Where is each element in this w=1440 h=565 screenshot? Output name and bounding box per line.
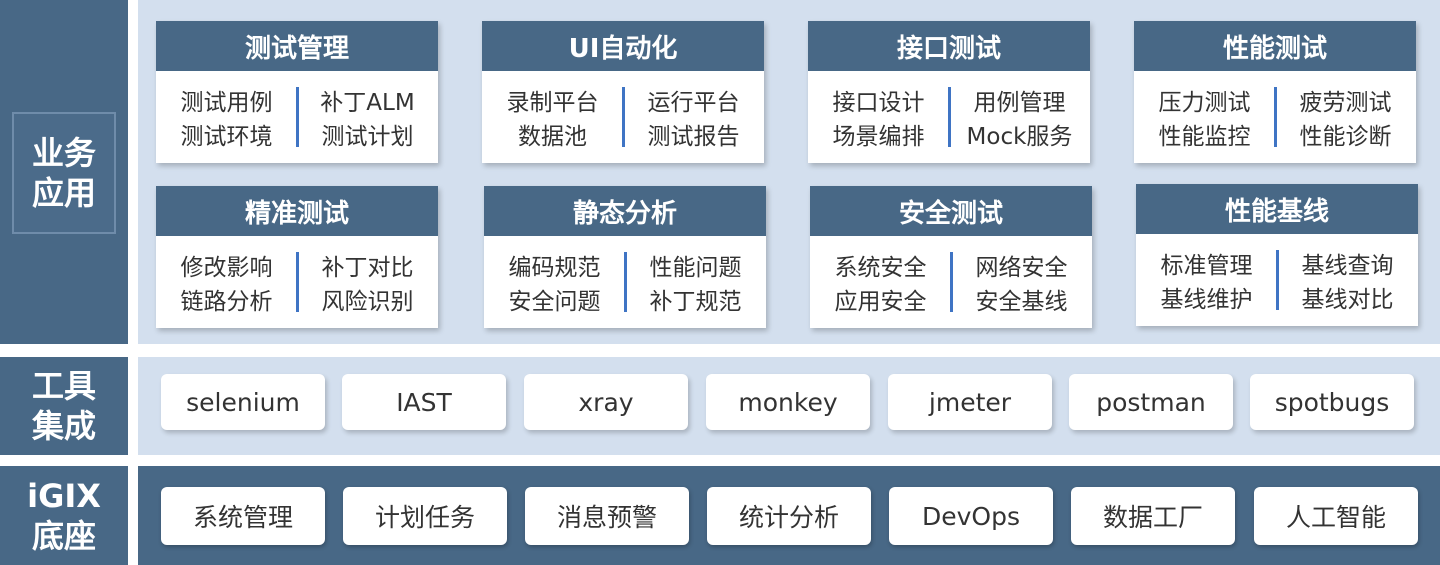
- module-item: 性能诊断: [1299, 124, 1392, 150]
- module-title: 静态分析: [484, 186, 766, 236]
- business-layer-label: 业务 应用: [12, 112, 116, 234]
- tool-spotbugs: spotbugs: [1250, 374, 1414, 430]
- module-title: 性能基线: [1136, 184, 1418, 234]
- module-card-api-testing: 接口测试 接口设计 用例管理 场景编排 Mock服务: [808, 21, 1090, 163]
- tool-postman: postman: [1069, 374, 1233, 430]
- module-items: 编码规范 性能问题 安全问题 补丁规范: [484, 236, 766, 328]
- module-title: 接口测试: [808, 21, 1090, 71]
- module-item: 场景编排: [832, 124, 925, 150]
- module-card-precision-testing: 精准测试 修改影响 补丁对比 链路分析 风险识别: [156, 186, 438, 328]
- base-data-factory: 数据工厂: [1071, 487, 1235, 545]
- base-layer-column: [0, 466, 128, 565]
- module-items: 修改影响 补丁对比 链路分析 风险识别: [156, 236, 438, 328]
- module-item: 性能问题: [649, 255, 742, 281]
- base-scheduled-tasks: 计划任务: [343, 487, 507, 545]
- module-item: 安全基线: [975, 289, 1068, 315]
- module-item: 基线查询: [1301, 253, 1394, 279]
- tool-selenium: selenium: [161, 374, 325, 430]
- module-item: 测试报告: [647, 124, 740, 150]
- module-item: 系统安全: [834, 255, 927, 281]
- module-title: UI自动化: [482, 21, 764, 71]
- base-message-alerts: 消息预警: [525, 487, 689, 545]
- module-title: 性能测试: [1134, 21, 1416, 71]
- module-item: 数据池: [518, 124, 587, 150]
- module-item: 性能监控: [1158, 124, 1251, 150]
- module-item: 疲劳测试: [1299, 90, 1392, 116]
- module-item: 修改影响: [180, 255, 273, 281]
- module-item: 压力测试: [1158, 90, 1251, 116]
- module-items: 接口设计 用例管理 场景编排 Mock服务: [808, 71, 1090, 163]
- tool-monkey: monkey: [706, 374, 870, 430]
- module-item: 接口设计: [832, 90, 925, 116]
- module-item: 应用安全: [834, 289, 927, 315]
- module-card-security-testing: 安全测试 系统安全 网络安全 应用安全 安全基线: [810, 186, 1092, 328]
- base-statistics: 统计分析: [707, 487, 871, 545]
- module-item: 链路分析: [180, 289, 273, 315]
- module-item: 测试环境: [180, 124, 273, 150]
- module-title: 精准测试: [156, 186, 438, 236]
- module-item: 基线维护: [1160, 287, 1253, 313]
- base-layer-label: iGIX 底座: [27, 477, 101, 555]
- base-devops: DevOps: [889, 487, 1053, 545]
- module-items: 测试用例 补丁ALM 测试环境 测试计划: [156, 71, 438, 163]
- module-item: 运行平台: [647, 90, 740, 116]
- module-items: 系统安全 网络安全 应用安全 安全基线: [810, 236, 1092, 328]
- module-title: 测试管理: [156, 21, 438, 71]
- module-item: 补丁ALM: [320, 90, 415, 116]
- module-title: 安全测试: [810, 186, 1092, 236]
- module-item: 用例管理: [973, 90, 1066, 116]
- module-card-static-analysis: 静态分析 编码规范 性能问题 安全问题 补丁规范: [484, 186, 766, 328]
- tools-layer-label: 工具 集成: [31, 367, 96, 445]
- module-item: 安全问题: [508, 289, 601, 315]
- module-item: 风险识别: [321, 289, 414, 315]
- module-items: 录制平台 运行平台 数据池 测试报告: [482, 71, 764, 163]
- tool-xray: xray: [524, 374, 688, 430]
- module-items: 压力测试 疲劳测试 性能监控 性能诊断: [1134, 71, 1416, 163]
- base-ai: 人工智能: [1254, 487, 1418, 545]
- module-item: 测试计划: [321, 124, 414, 150]
- module-card-performance-baseline: 性能基线 标准管理 基线查询 基线维护 基线对比: [1136, 184, 1418, 326]
- module-item: 测试用例: [180, 90, 273, 116]
- tools-layer-column: [0, 357, 128, 455]
- module-item: 补丁规范: [649, 289, 742, 315]
- module-item: 编码规范: [508, 255, 601, 281]
- module-card-test-management: 测试管理 测试用例 补丁ALM 测试环境 测试计划: [156, 21, 438, 163]
- tool-iast: IAST: [342, 374, 506, 430]
- module-item: 录制平台: [506, 90, 599, 116]
- module-item: 补丁对比: [321, 255, 414, 281]
- module-item: Mock服务: [966, 124, 1073, 150]
- module-item: 标准管理: [1160, 253, 1253, 279]
- module-items: 标准管理 基线查询 基线维护 基线对比: [1136, 234, 1418, 326]
- module-item: 基线对比: [1301, 287, 1394, 313]
- module-item: 网络安全: [975, 255, 1068, 281]
- module-card-performance-testing: 性能测试 压力测试 疲劳测试 性能监控 性能诊断: [1134, 21, 1416, 163]
- module-card-ui-automation: UI自动化 录制平台 运行平台 数据池 测试报告: [482, 21, 764, 163]
- tool-jmeter: jmeter: [888, 374, 1052, 430]
- base-system-management: 系统管理: [161, 487, 325, 545]
